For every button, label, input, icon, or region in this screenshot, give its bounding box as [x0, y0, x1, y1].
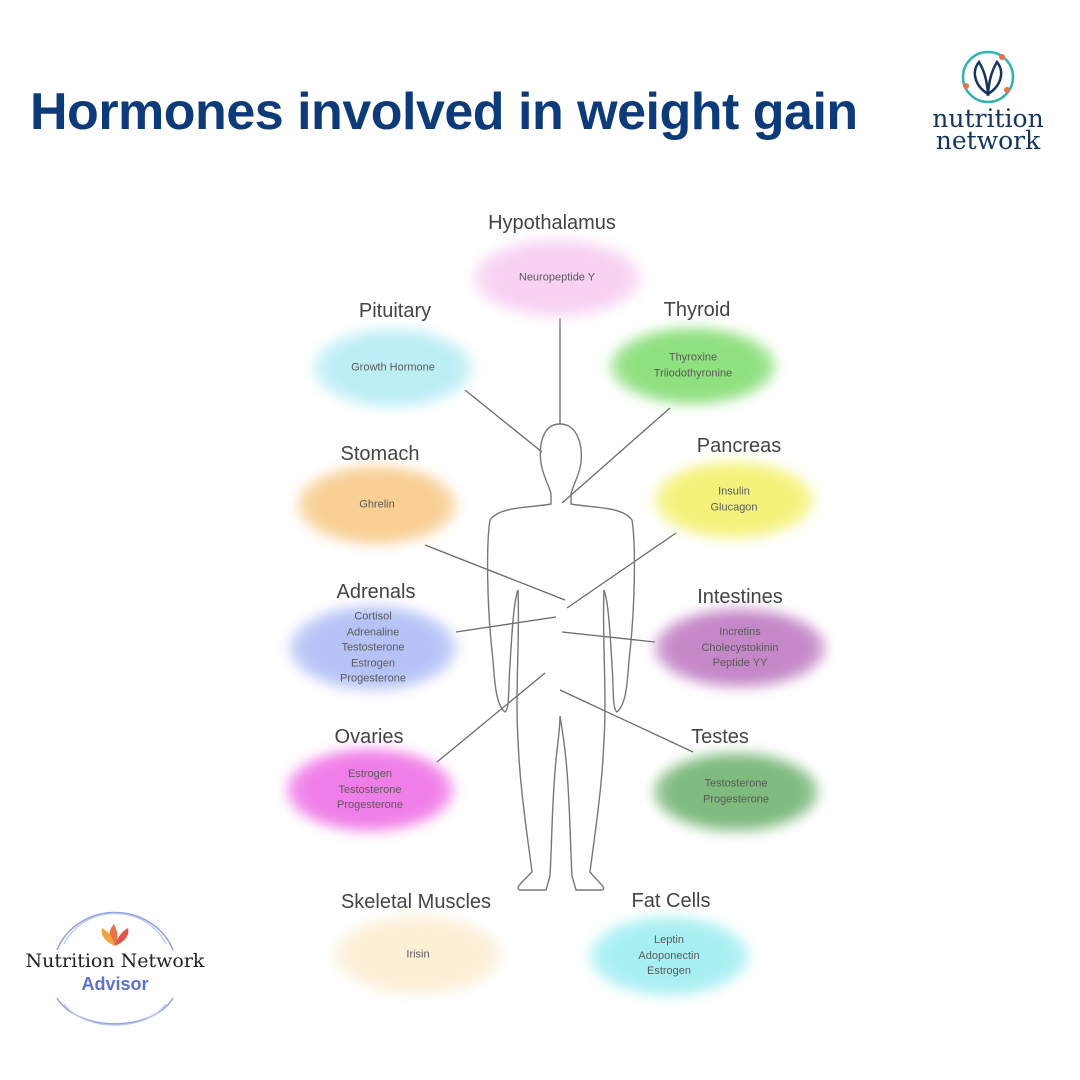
- organ-label-thyroid: Thyroid: [663, 299, 731, 321]
- organ-blob-pancreas: [654, 461, 814, 539]
- organ-blob-fat-cells: [589, 916, 749, 996]
- organ-blob-adrenals: [289, 605, 457, 691]
- organ-blob-hypothalamus: [473, 239, 641, 317]
- hormone-item: Cholecystokinin: [701, 641, 779, 654]
- hormone-item: Progesterone: [339, 672, 407, 685]
- hormone-item: Irisin: [406, 948, 430, 961]
- organ-label-adrenals: Adrenals: [336, 581, 416, 603]
- hormone-list-hypothalamus: Neuropeptide Y: [519, 270, 595, 286]
- advisor-badge: Nutrition Network Advisor: [22, 898, 212, 1028]
- hormone-item: Adrenaline: [346, 625, 400, 638]
- brand-line1: nutrition: [932, 104, 1044, 133]
- hormone-item: Incretins: [719, 625, 761, 638]
- leaf-badge-icon: [56, 911, 174, 1026]
- hormone-item: Ghrelin: [359, 498, 395, 511]
- hormone-item: Progesterone: [702, 793, 770, 805]
- organ-label-fat-cells: Fat Cells: [631, 890, 711, 912]
- hormone-item: Adoponectin: [638, 949, 700, 962]
- leaf-circle-icon: [961, 50, 1015, 104]
- hormone-item: Testosterone: [341, 641, 405, 654]
- brand-line2: network: [935, 126, 1041, 155]
- hormone-item: Glucagon: [710, 501, 758, 513]
- page-title: Hormones involved in weight gain: [30, 83, 858, 141]
- organ-label-intestines: Intestines: [697, 586, 783, 608]
- hormone-item: Cortisol: [354, 610, 392, 623]
- hormone-item: Peptide YY: [712, 656, 768, 669]
- hormone-list-pituitary: Growth Hormone: [351, 360, 435, 376]
- organ-label-pituitary: Pituitary: [358, 300, 432, 322]
- organ-blob-testes: [653, 752, 819, 832]
- organ-blob-intestines: [654, 608, 826, 688]
- organ-label-testes: Testes: [691, 726, 749, 748]
- organ-label-hypothalamus: Hypothalamus: [488, 212, 616, 234]
- organ-blob-stomach: [297, 465, 457, 545]
- organ-blob-pituitary: [313, 328, 473, 408]
- connector-lines: [424, 318, 694, 763]
- organ-label-pancreas: Pancreas: [696, 435, 782, 457]
- hormone-list-stomach: Ghrelin: [359, 497, 394, 513]
- brand-logo: nutrition network: [918, 48, 1058, 155]
- hormone-item: Estrogen: [347, 767, 393, 780]
- organ-blob-thyroid: [610, 327, 776, 405]
- hormone-item: Leptin: [654, 933, 684, 946]
- hormone-item: Triiodothyronine: [653, 367, 733, 379]
- hormone-item: Testosterone: [338, 783, 402, 796]
- advisor-title: Nutrition Network: [25, 950, 205, 972]
- hormone-item: Estrogen: [350, 656, 396, 669]
- advisor-subtitle: Advisor: [81, 974, 149, 994]
- human-outline: [486, 423, 636, 891]
- organ-label-ovaries: Ovaries: [334, 726, 404, 748]
- hormone-item: Growth Hormone: [351, 361, 435, 374]
- hormone-item: Estrogen: [646, 964, 692, 977]
- hormone-item: Insulin: [718, 485, 750, 498]
- hormone-item: Thyroxine: [668, 351, 718, 364]
- hormone-item: Neuropeptide Y: [518, 271, 596, 284]
- hormone-item: Progesterone: [336, 798, 404, 811]
- hormone-list-skeletal-muscles: Irisin: [406, 947, 429, 963]
- organ-blob-skeletal-muscles: [334, 915, 502, 995]
- hormone-item: Testosterone: [704, 777, 768, 790]
- organ-blob-ovaries: [286, 748, 454, 832]
- organ-label-stomach: Stomach: [340, 443, 420, 465]
- organ-label-skeletal-muscles: Skeletal Muscles: [340, 891, 492, 913]
